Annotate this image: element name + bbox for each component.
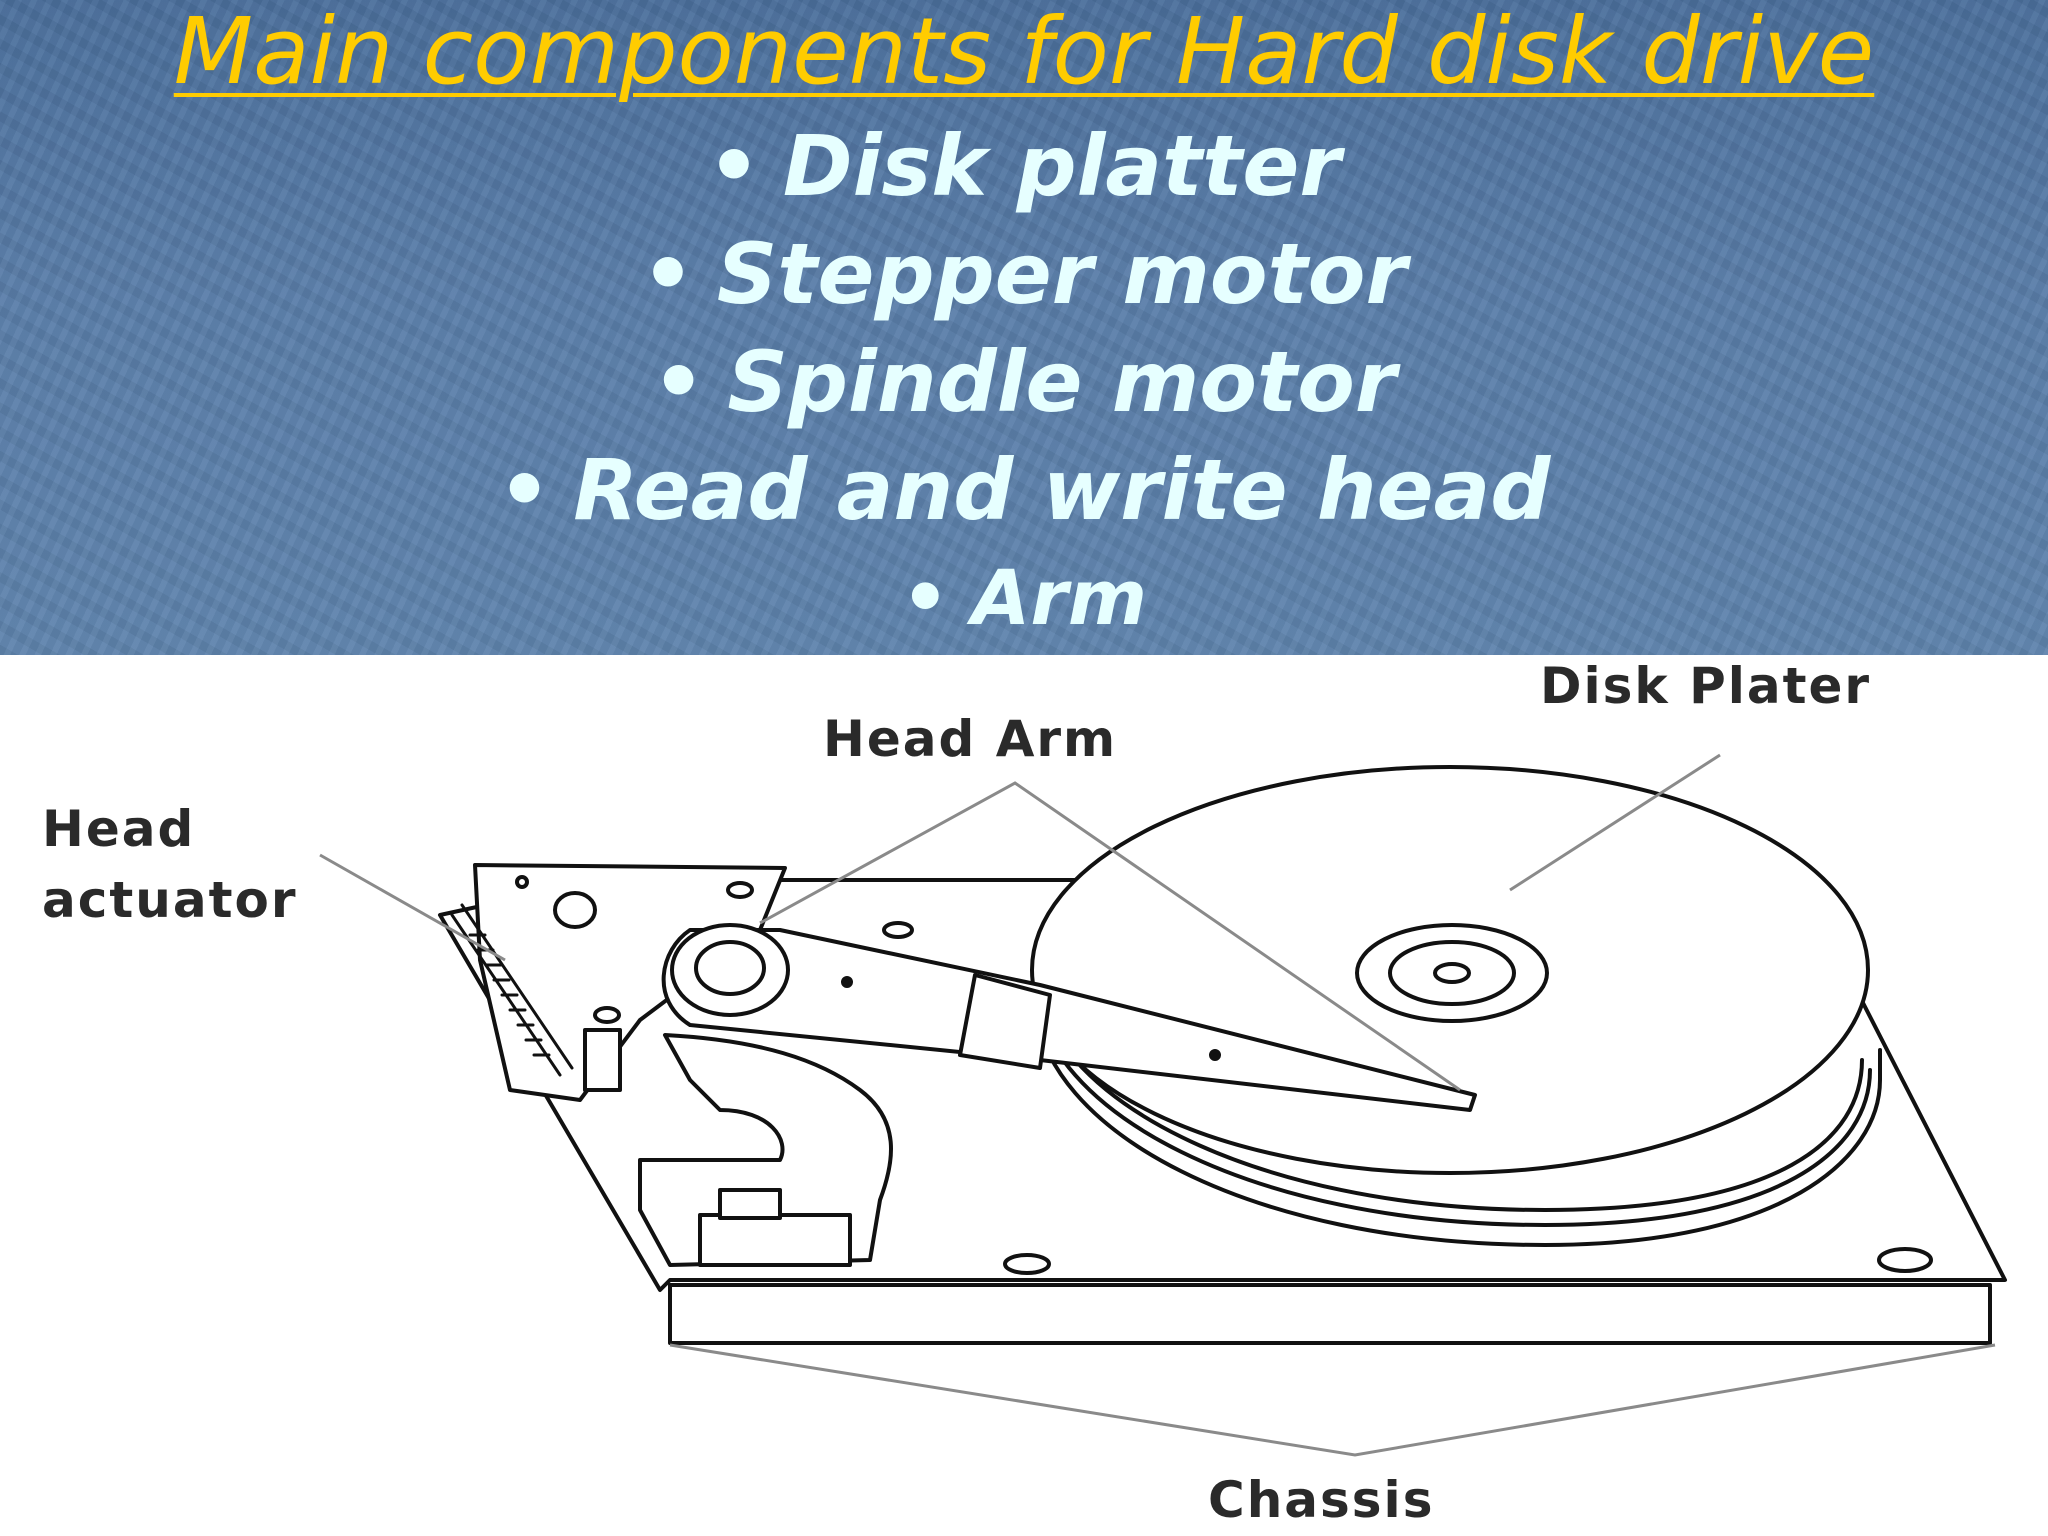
screw-hole	[515, 875, 529, 889]
label-head-actuator-line2: actuator	[42, 871, 298, 929]
bullet-icon: •	[497, 441, 552, 539]
list-item-text: Arm	[971, 553, 1148, 642]
list-item: •Read and write head	[0, 436, 2048, 544]
list-item-text: Read and write head	[573, 441, 1551, 539]
list-item-text: Spindle motor	[727, 333, 1397, 431]
bullet-icon: •	[707, 117, 761, 215]
connector-block	[718, 1188, 782, 1220]
connector-block	[698, 1213, 852, 1267]
bullet-icon: •	[900, 553, 950, 642]
hard-disk-diagram	[319, 753, 2007, 1457]
screw-hole	[553, 891, 597, 929]
actuator-bracket	[638, 1033, 894, 1267]
slide-title: Main components for Hard disk drive	[173, 0, 1875, 105]
list-item: •Spindle motor	[0, 328, 2048, 436]
leader-lines	[319, 753, 1996, 1457]
list-item-text: Disk platter	[782, 117, 1341, 215]
list-item: •Arm	[0, 544, 2048, 652]
label-head-actuator-line1: Head	[42, 800, 196, 858]
screw-hole	[1877, 1247, 1933, 1273]
spindle-ring-outer	[1355, 923, 1549, 1023]
header-banner: Main components for Hard disk drive •Dis…	[0, 0, 2048, 655]
screw-hole	[726, 881, 754, 899]
list-item-text: Stepper motor	[716, 225, 1407, 323]
head-arm	[661, 928, 1477, 1112]
bullet-icon: •	[641, 225, 695, 323]
label-chassis: Chassis	[1208, 1471, 1435, 1529]
component-list: •Disk platter •Stepper motor •Spindle mo…	[0, 112, 2048, 652]
actuator-block	[583, 1028, 622, 1092]
list-item: •Disk platter	[0, 112, 2048, 220]
bullet-icon: •	[651, 333, 706, 431]
screw-hole	[593, 1006, 621, 1024]
arm-pivot-bearing	[694, 940, 766, 996]
screw-hole	[882, 921, 914, 939]
arm-rivet	[841, 976, 853, 988]
chassis-front-edge	[668, 1283, 1992, 1345]
arm-pivot	[670, 923, 790, 1017]
arm-rivet	[1209, 1049, 1221, 1061]
label-head-arm: Head Arm	[823, 710, 1118, 768]
disk-platter-top	[1030, 765, 1870, 1175]
label-disk-plater: Disk Plater	[1540, 657, 1872, 715]
spindle-ring-middle	[1388, 940, 1516, 1006]
arm-mount	[958, 973, 1052, 1070]
screw-hole	[1003, 1253, 1051, 1275]
spindle-hub	[1433, 962, 1471, 984]
list-item: •Stepper motor	[0, 220, 2048, 328]
